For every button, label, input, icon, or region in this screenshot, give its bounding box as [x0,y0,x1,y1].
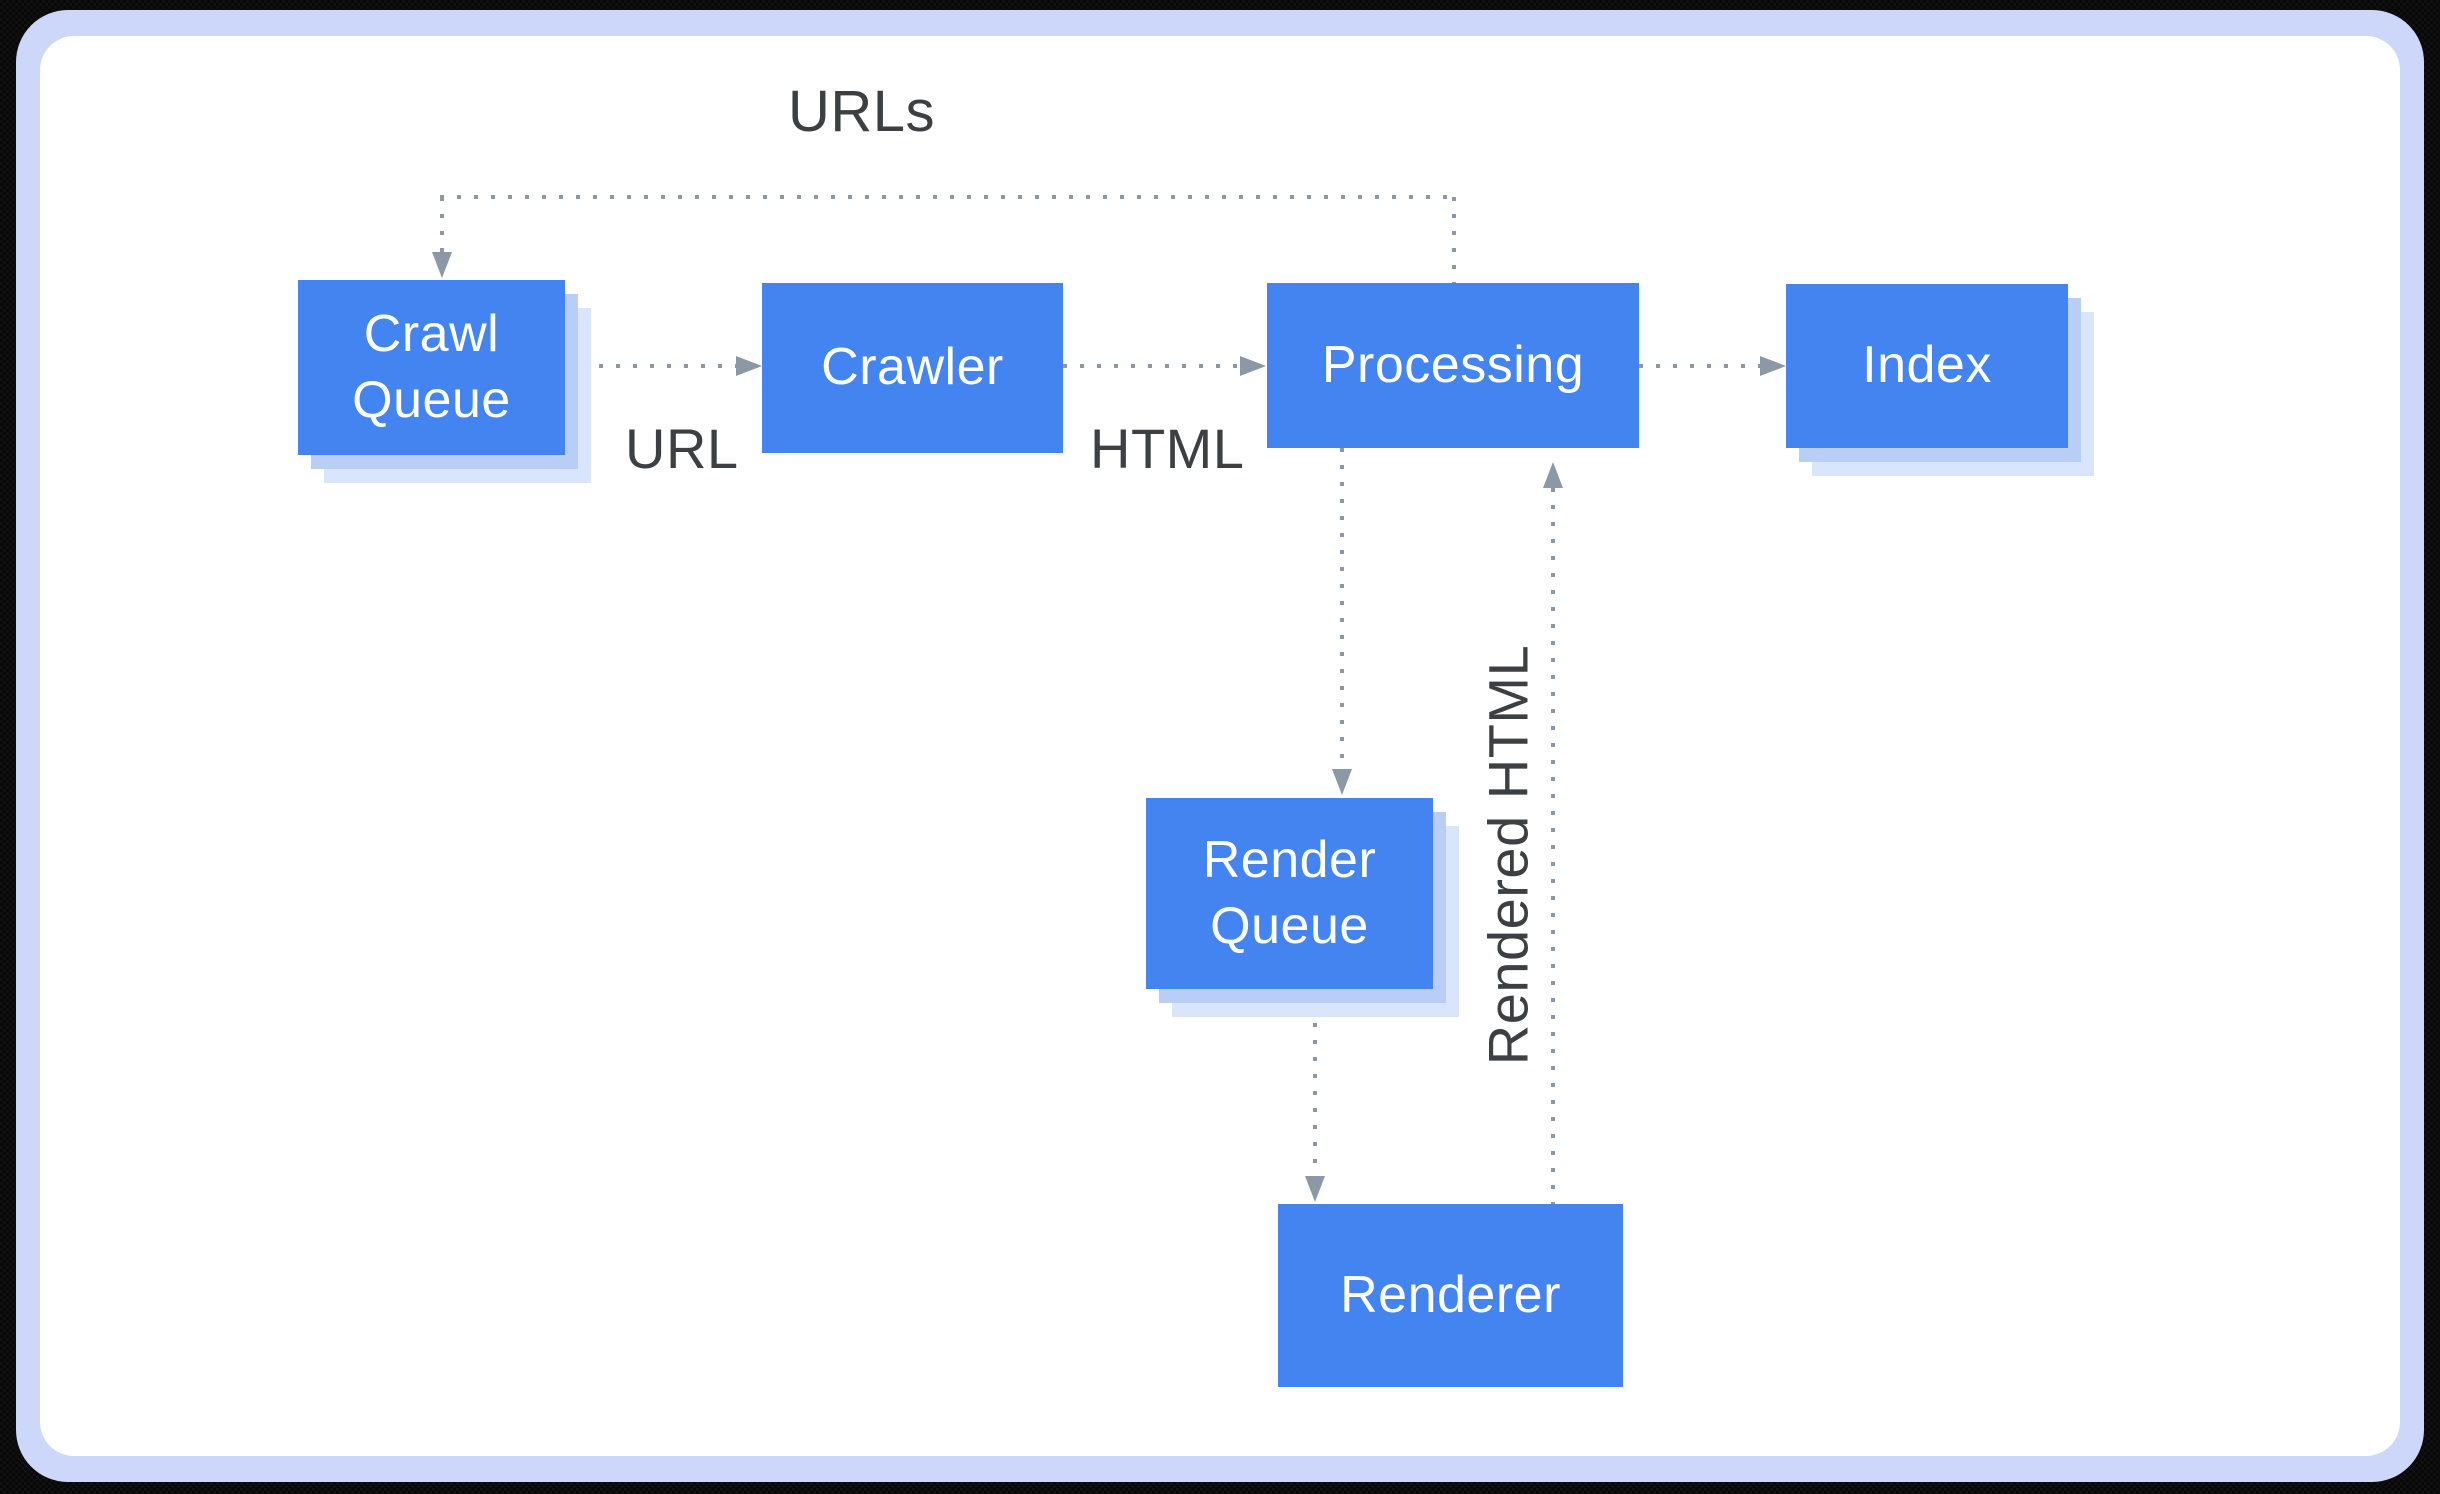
node-processing: Processing [1267,283,1639,448]
node-index-label: Index [1862,336,1992,395]
node-renderer-label: Renderer [1340,1265,1561,1324]
diagram-canvas [40,36,2400,1456]
edge-crawler-to-processing-line [1063,364,1240,368]
node-crawler: Crawler [762,283,1063,453]
node-crawler-label: Crawler [821,338,1004,397]
edge-processing-to-renderqueue-line [1340,448,1344,769]
node-renderer: Renderer [1278,1204,1623,1387]
edge-urls-to-crawlqueue-line-vertical [440,197,444,254]
node-index: Index [1786,284,2068,448]
arrowhead-into-index-icon [1760,356,1786,376]
arrowhead-into-crawl-queue-icon [432,252,452,278]
arrowhead-into-render-queue-icon [1332,769,1352,795]
edge-renderqueue-to-renderer-line [1313,989,1317,1176]
arrowhead-into-renderer-icon [1305,1176,1325,1202]
edge-label-rendered-html: Rendered HTML [1476,644,1540,1066]
arrowhead-up-into-processing-icon [1543,462,1563,488]
node-crawl-queue-label: Crawl Queue [352,304,511,429]
edge-processing-to-urls-line-vertical [1452,197,1456,283]
edge-crawlqueue-to-crawler-line [565,364,736,368]
edge-label-urls: URLs [788,79,936,144]
node-crawl-queue: Crawl Queue [298,280,565,455]
arrowhead-into-crawler-icon [736,356,762,376]
edge-label-html: HTML [1090,417,1245,480]
node-render-queue: Render Queue [1146,798,1433,989]
node-render-queue-label: Render Queue [1202,830,1377,955]
node-processing-label: Processing [1321,335,1585,394]
edge-label-url: URL [625,417,739,480]
arrowhead-into-processing-icon [1240,356,1266,376]
edge-urls-feedback-line-horizontal [440,195,1454,199]
edge-processing-to-index-line [1639,364,1760,368]
edge-renderer-to-processing-line [1551,488,1555,1204]
